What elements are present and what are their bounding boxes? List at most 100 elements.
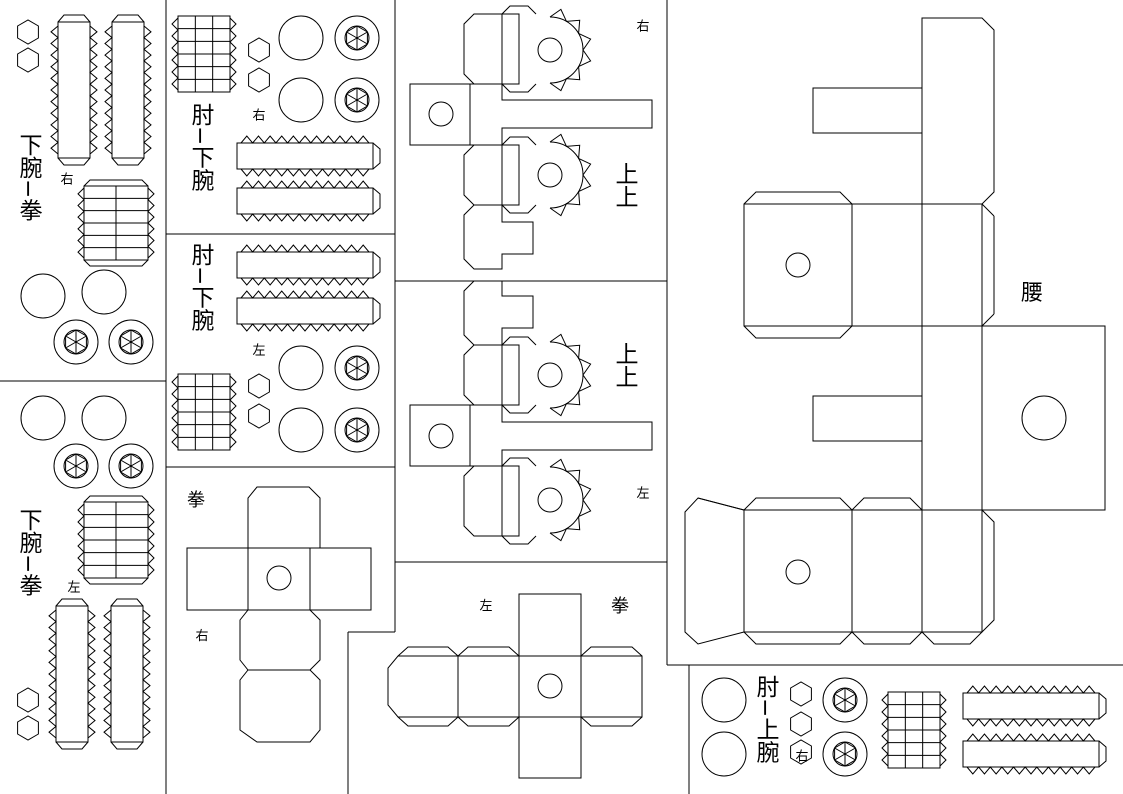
spring-body [55,605,89,743]
label-right-1: 右 [58,172,74,185]
arm-tab [501,204,537,214]
hex-nut [248,373,270,399]
circle-disc [81,395,127,441]
label-upper-arm-right: 上上 [611,162,638,208]
grid-teeth-left [77,187,85,259]
label-right-3: 右 [634,19,650,32]
grid-teeth-left [77,503,85,577]
label-right-fist-1: 右 [195,629,208,644]
arm-panel [463,144,520,206]
hex-nut [790,711,812,737]
wheel-rim [108,319,154,365]
spring-teeth-bottom [240,277,370,286]
hex-nut [17,19,39,45]
wheel-rim [53,319,99,365]
hex-wheel [108,443,154,489]
wheel-spoke [834,693,856,707]
spring-vertical [50,14,98,166]
arm-tab [501,83,537,93]
hex-nut [17,687,39,713]
hex-wheel [334,407,380,453]
wheel-rim [822,731,868,777]
spring-tab-bottom [55,741,89,750]
spring-teeth-left [50,25,59,155]
arm-rod [469,404,653,467]
spring-teeth-bottom [240,323,370,332]
spring-teeth-left [104,25,113,155]
spring-body [236,297,374,325]
grid-teeth-right [147,187,155,259]
circle-disc [701,677,747,723]
spring-body [962,692,1100,720]
spring-body [111,21,145,159]
grid-block [881,691,947,769]
hex-nut [17,47,39,73]
gear-teeth [549,133,592,217]
gear-arc [549,466,584,534]
label-left-2: 左 [250,343,266,356]
spring-body [57,21,91,159]
label-left-1: 左 [65,580,81,593]
gear-tab [537,458,592,542]
spring-teeth-top [966,685,1096,694]
hex-nut [17,715,39,741]
gear-arc [549,341,584,409]
gear-hole [537,362,563,388]
grid-teeth-right [147,503,155,577]
circle-disc [20,395,66,441]
gear-teeth [549,458,592,542]
spring-tab-bottom [110,741,144,750]
wheel-spoke [346,423,368,437]
gear-hole [537,37,563,63]
fist-net-bottom: 拳 左 [387,593,643,779]
grid-block [77,495,155,585]
gear-arc [549,141,584,209]
section-labels: 下腕−拳 下腕−拳 肘−下腕 肘−下腕 肘−上腕 上上 上上 右 左 右 左 右… [15,19,808,764]
spring-tab-bottom [57,157,91,166]
spring-tab-end [1098,692,1107,720]
waist-net: 腰 [684,17,1106,645]
hex-nut [248,67,270,93]
spring-teeth-right [142,609,151,739]
gear-arc [549,16,584,84]
wheel-rim [822,677,868,723]
grid-block [171,373,237,451]
spring-teeth-top [240,290,370,299]
wheel-spoke [346,361,368,375]
circle-disc [278,345,324,391]
spring-horizontal [962,733,1107,775]
spring-vertical [48,598,96,750]
hex-nut [248,37,270,63]
spring-teeth-right [87,609,96,739]
spring-teeth-top [966,733,1096,742]
circle-disc [701,731,747,777]
label-elbow-forearm-right: 肘−下腕 [187,103,215,192]
label-hand-forearm-right: 下腕−拳 [15,133,43,222]
wheel-rim [334,407,380,453]
circle-disc [20,273,66,319]
spring-tab-end [372,251,381,279]
spring-body [962,740,1100,768]
label-hand-forearm-left: 下腕−拳 [15,508,43,597]
spring-horizontal [236,135,381,177]
hex-nut [790,681,812,707]
spring-teeth-right [143,25,152,155]
label-right-4: 右 [793,749,809,762]
gear-hole [537,162,563,188]
grid-tab-top [83,179,149,187]
grid-tab-top [83,495,149,503]
spring-vertical [103,598,151,750]
grid-tab-bottom [83,577,149,585]
hex-wheel [108,319,154,365]
grid-teeth-right [229,17,237,91]
spring-vertical [104,14,152,166]
arm-hinge-hole [428,423,454,449]
hex-wheel [822,731,868,777]
wheel-rim [334,345,380,391]
spring-tab-top [111,14,145,23]
wheel-spoke [65,335,87,349]
upper-arm-net [409,280,653,545]
spring-teeth-left [103,609,112,739]
spring-body [110,605,144,743]
